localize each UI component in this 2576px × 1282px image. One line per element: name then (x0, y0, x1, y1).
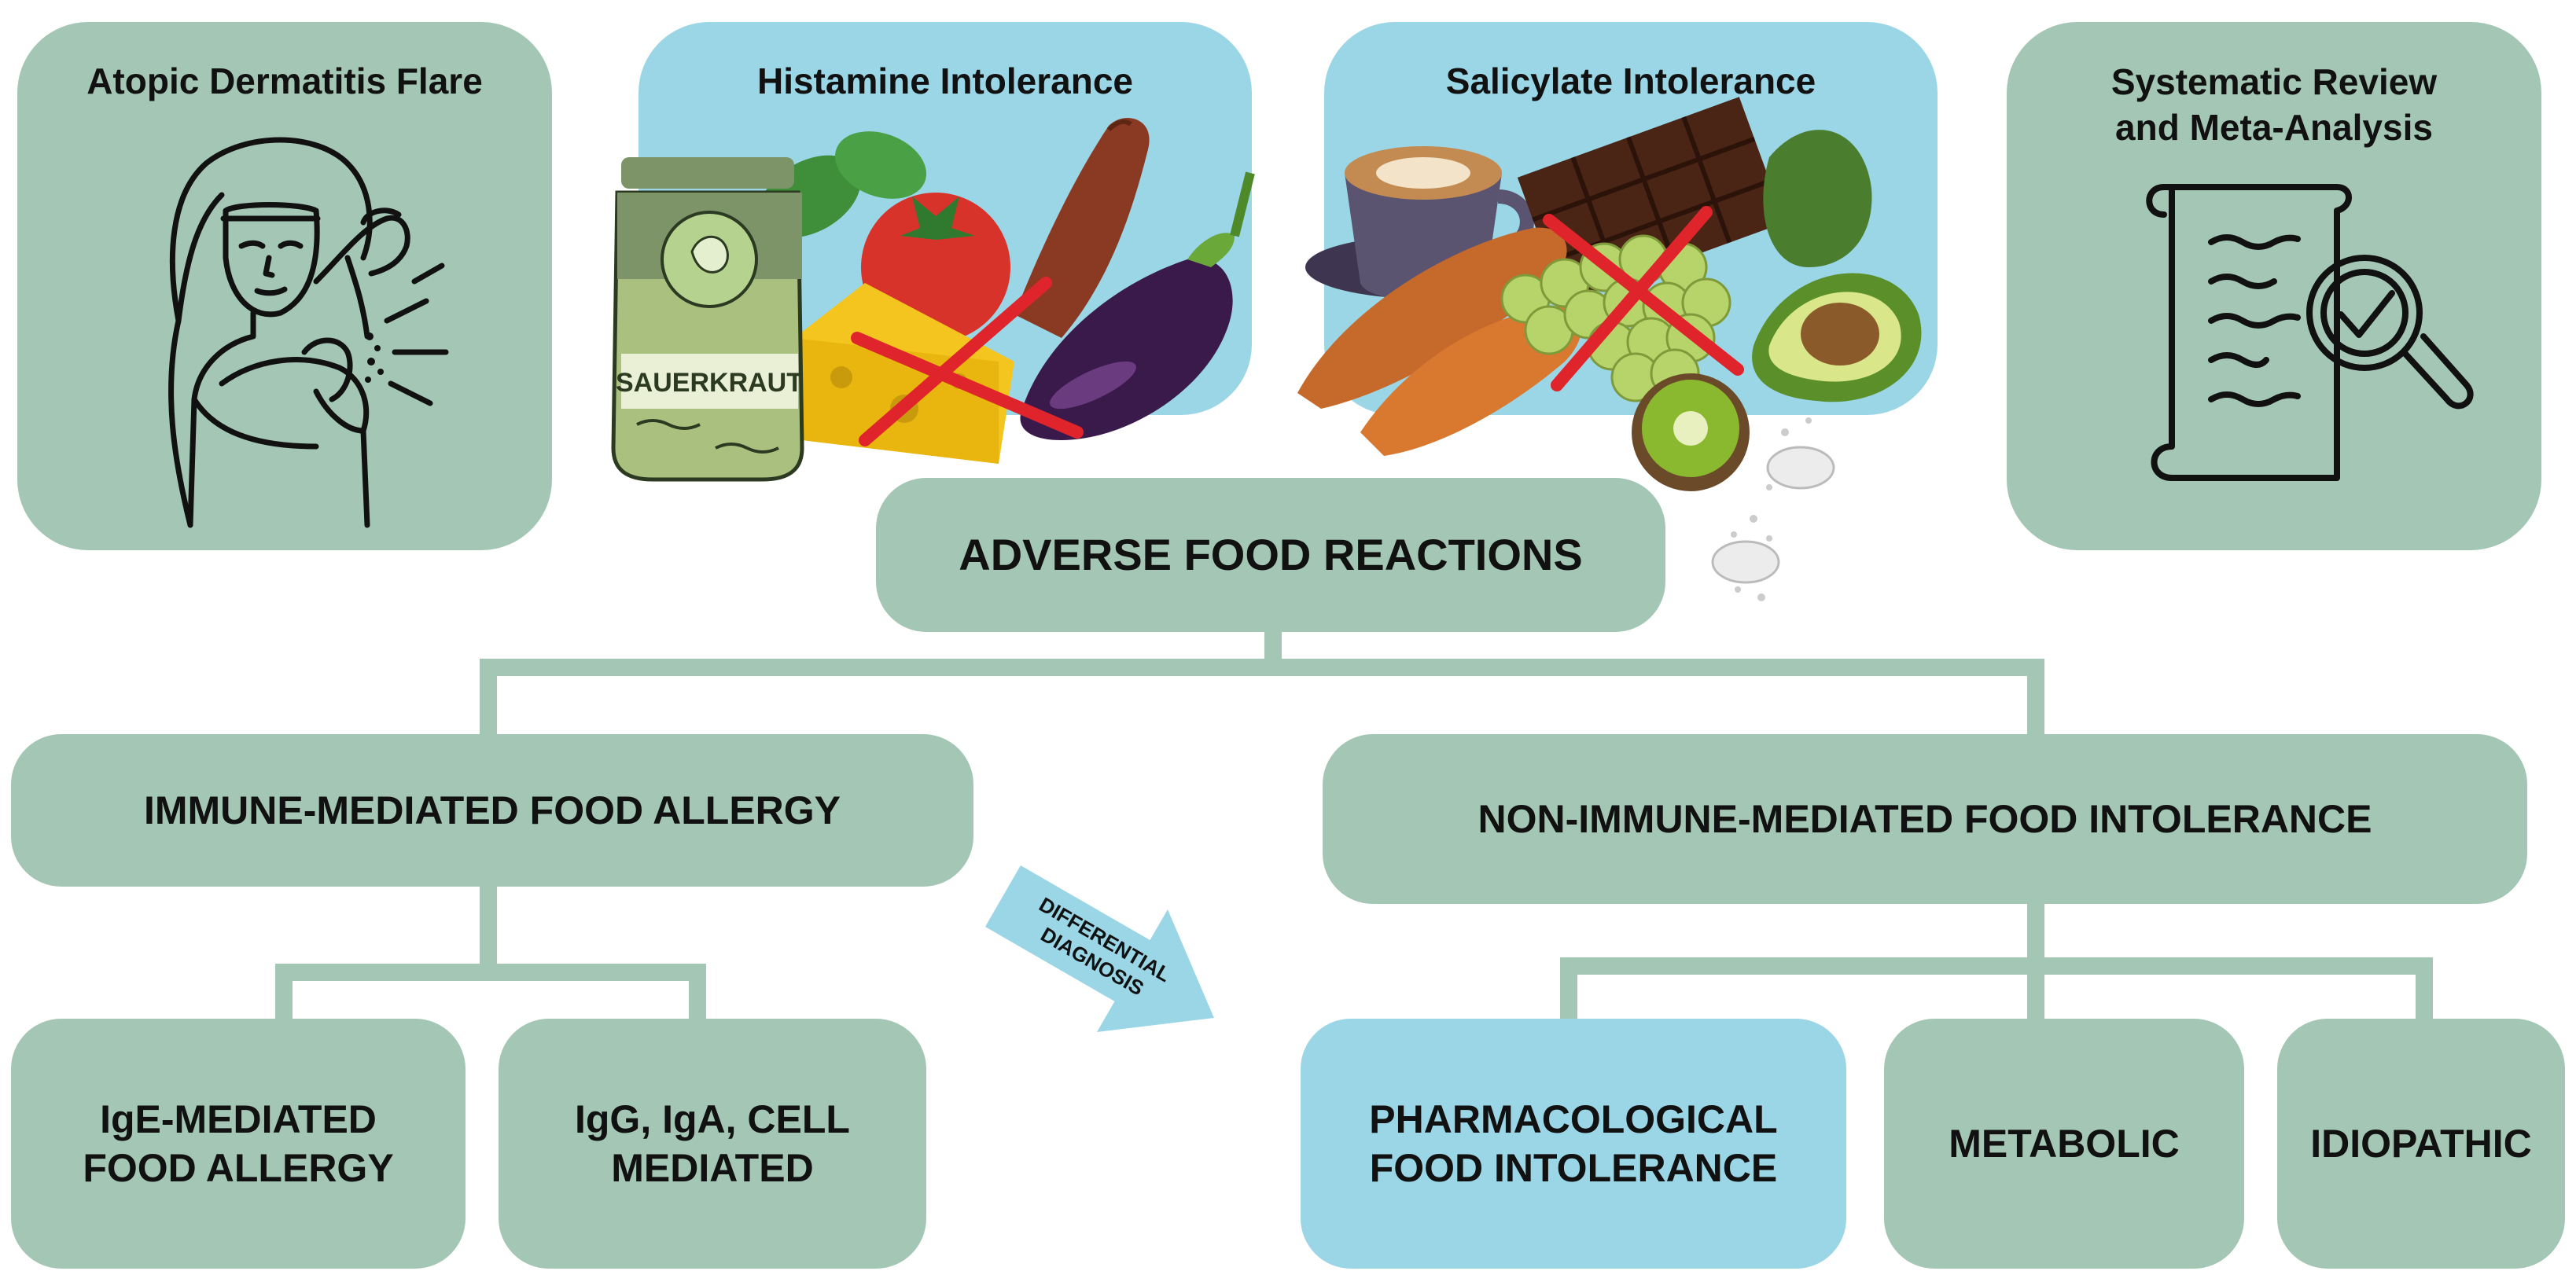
pharmacological-line1: PHARMACOLOGICAL (1369, 1096, 1778, 1141)
differential-diagnosis-arrow: DIFFERENTIAL DIAGNOSIS (984, 865, 1214, 1032)
non-immune-mediated-box: NON-IMMUNE-MEDIATED FOOD INTOLERANCE (1323, 734, 2527, 904)
sauerkraut-label: SAUERKRAUT (616, 368, 803, 398)
igg-iga-cell-line1: IgG, IgA, CELL (575, 1096, 850, 1141)
connector-pharma-down (1560, 957, 1577, 1020)
igg-iga-cell-box: IgG, IgA, CELL MEDIATED (499, 1019, 926, 1269)
idiopathic-box: IDIOPATHIC (2277, 1019, 2565, 1269)
scratching-person-icon (168, 137, 449, 528)
document-magnifier-icon (2146, 184, 2474, 481)
metabolic-box: METABOLIC (1884, 1019, 2244, 1269)
ige-mediated-line1: IgE-MEDIATED (100, 1096, 377, 1141)
systematic-review-title: Systematic Review and Meta-Analysis (2007, 60, 2541, 150)
connector-immune-down (480, 887, 497, 973)
systematic-review-title-line2: and Meta-Analysis (2115, 106, 2433, 148)
atopic-dermatitis-panel: Atopic Dermatitis Flare (17, 22, 552, 550)
metabolic-label: METABOLIC (1949, 1121, 2180, 1166)
connector-right-down (2027, 659, 2044, 737)
connector-igg-down (689, 964, 706, 1020)
idiopathic-label: IDIOPATHIC (2310, 1121, 2532, 1166)
immune-mediated-label: IMMUNE-MEDIATED FOOD ALLERGY (143, 788, 841, 832)
pharmacological-box: PHARMACOLOGICAL FOOD INTOLERANCE (1301, 1019, 1846, 1269)
adverse-food-reactions-label: ADVERSE FOOD REACTIONS (959, 530, 1583, 579)
connector-ige-down (275, 964, 293, 1020)
histamine-intolerance-title: Histamine Intolerance (756, 61, 1134, 101)
histamine-foods-illustration: SAUERKRAUT (611, 118, 1255, 482)
ige-mediated-line2: FOOD ALLERGY (83, 1146, 394, 1190)
connector-top-horizontal (480, 659, 2044, 676)
pharmacological-line2: FOOD INTOLERANCE (1369, 1146, 1778, 1190)
salicylate-intolerance-title: Salicylate Intolerance (1445, 61, 1816, 101)
immune-mediated-box: IMMUNE-MEDIATED FOOD ALLERGY (11, 734, 973, 887)
connector-idiopathic-down (2416, 957, 2433, 1020)
igg-iga-cell-line2: MEDIATED (611, 1146, 814, 1190)
connector-left-down (480, 659, 497, 737)
atopic-dermatitis-title: Atopic Dermatitis Flare (86, 61, 483, 101)
connector-immune-horizontal (275, 964, 706, 981)
systematic-review-title-line1: Systematic Review (2110, 61, 2438, 102)
adverse-food-reactions-box: ADVERSE FOOD REACTIONS (876, 478, 1665, 632)
salicylate-foods-illustration (1297, 97, 1922, 601)
connector-nonimmune-horizontal (1560, 957, 2433, 975)
ige-mediated-box: IgE-MEDIATED FOOD ALLERGY (11, 1019, 466, 1269)
non-immune-mediated-label: NON-IMMUNE-MEDIATED FOOD INTOLERANCE (1478, 796, 2372, 841)
systematic-review-panel: Systematic Review and Meta-Analysis (2007, 22, 2541, 550)
